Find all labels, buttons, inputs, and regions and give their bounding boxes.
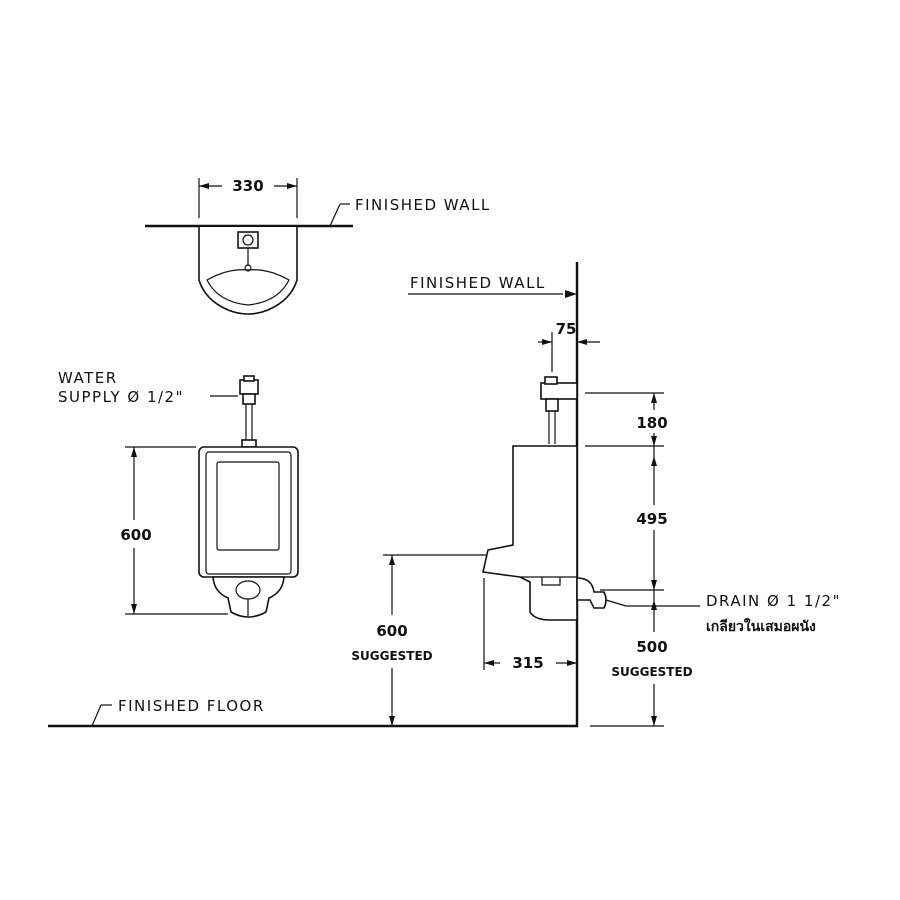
front-urinal-trap [212, 576, 285, 618]
drain-thai-label: เกลียวในเสมอผนัง [706, 617, 816, 635]
floor: FINISHED FLOOR [48, 697, 578, 728]
finished-wall-top-label: FINISHED WALL [355, 196, 491, 214]
side-flush-valve [540, 382, 578, 400]
side-drain-fitting [576, 577, 607, 609]
plan-view: FINISHED WALL 330 [145, 177, 491, 315]
drain-label: DRAIN Ø 1 1/2" [706, 592, 841, 610]
dim-drain-height-note: SUGGESTED [611, 665, 692, 679]
dim-body-height: 495 [636, 510, 667, 528]
dim-rim-height: 600 [376, 622, 407, 640]
front-urinal-body [198, 446, 299, 578]
finished-floor-label: FINISHED FLOOR [118, 697, 265, 715]
front-urinal-bowl-opening [216, 461, 280, 551]
water-supply-label-line1: WATER [58, 369, 118, 387]
plan-wall-leader [329, 203, 341, 227]
water-supply-label-line2: SUPPLY Ø 1/2" [58, 388, 184, 406]
side-view: FINISHED WALL 75 315 6 [351, 262, 841, 727]
dim-projection: 315 [512, 654, 543, 672]
side-urinal-body [482, 445, 578, 621]
dim-wall-offset: 75 [556, 320, 577, 338]
dim-supply-height: 180 [636, 414, 667, 432]
dim-top-width: 330 [232, 177, 263, 195]
finished-wall-side-label: FINISHED WALL [410, 274, 546, 292]
dim-rim-height-note: SUGGESTED [351, 649, 432, 663]
plan-supply-fitting [237, 231, 259, 249]
dim-front-height: 600 [120, 526, 151, 544]
front-view: WATER SUPPLY Ø 1/2" 600 [58, 369, 299, 618]
dim-drain-height: 500 [636, 638, 667, 656]
front-flush-valve [239, 379, 259, 395]
